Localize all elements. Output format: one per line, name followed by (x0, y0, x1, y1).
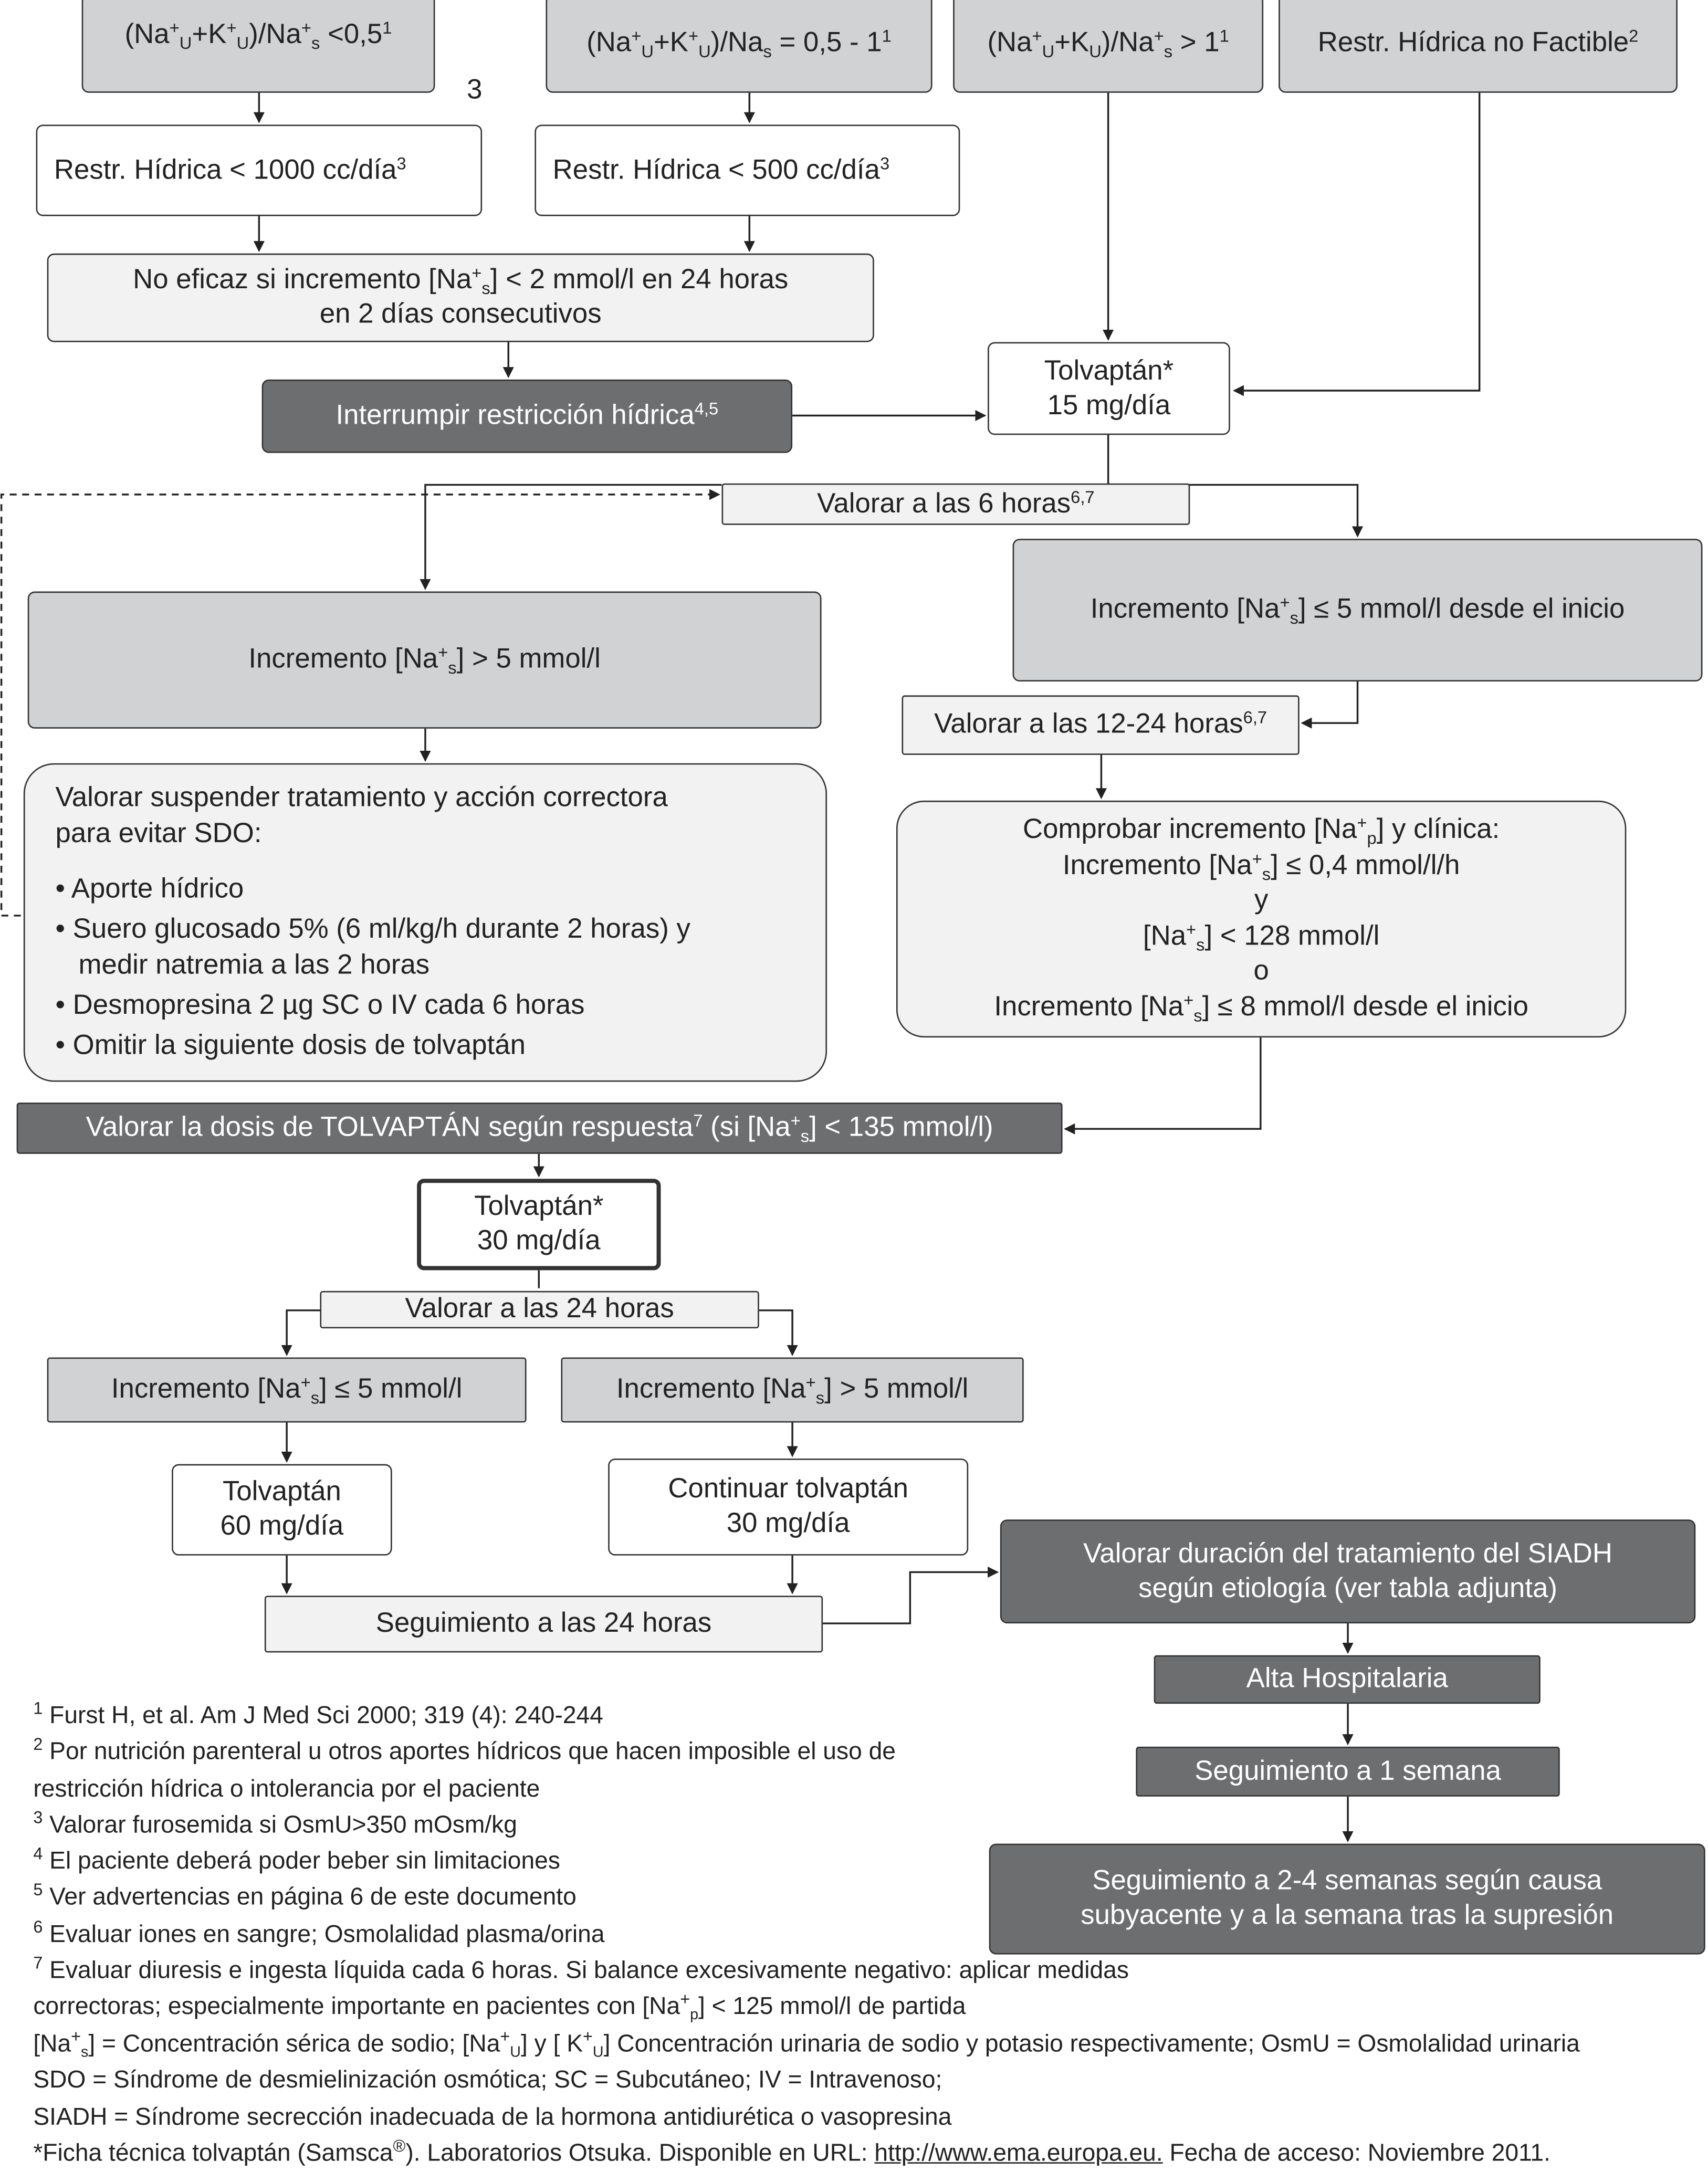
duration-line: según etiología (ver tabla adjunta) (1138, 1572, 1557, 1603)
ratio-high-box: (Na+U+KU)/Na+s > 11 (953, 0, 1264, 93)
footnote-line: 5 Ver advertencias en página 6 de este d… (33, 1880, 577, 1911)
footnote-line: SIADH = Síndrome secrección inadecuada d… (33, 2102, 952, 2131)
adjust-dose-text: Valorar la dosis de TOLVAPTÁN según resp… (86, 1111, 993, 1146)
not-effective-box: No eficaz si incremento [Na+s] < 2 mmol/… (47, 253, 874, 342)
ratio-high-text: (Na+U+KU)/Na+s > 11 (987, 26, 1229, 61)
restriction-1000-box: Restr. Hídrica < 1000 cc/día3 (36, 124, 483, 216)
footnote-line: 4 El paciente deberá poder beber sin lim… (33, 1844, 560, 1874)
tolvaptan-15-box: Tolvaptán* 15 mg/día (988, 342, 1230, 435)
restriction-1000-text: Restr. Hídrica < 1000 cc/día3 (54, 153, 406, 185)
drug-name: Tolvaptán* (1044, 355, 1174, 386)
footnote-line: 7 Evaluar diuresis e ingesta líquida cad… (33, 1953, 1129, 1984)
assess-6h-text: Valorar a las 6 horas6,7 (817, 487, 1095, 519)
followup-1w-text: Seguimiento a 1 semana (1194, 1756, 1501, 1787)
reference-line: *Ficha técnica tolvaptán (Samsca®). Labo… (33, 2136, 1550, 2167)
reference-text: *Ficha técnica tolvaptán (Samsca®). Labo… (33, 2136, 875, 2167)
not-effective-line: No eficaz si incremento [Na+s] < 2 mmol/… (133, 263, 789, 299)
footnote-line: 6 Evaluar iones en sangre; Osmolalidad p… (33, 1917, 605, 1948)
corrective-item: medir natremia a las 2 horas (55, 950, 430, 981)
treatment-duration-box: Valorar duración del tratamiento del SIA… (1000, 1519, 1696, 1624)
not-effective-line: en 2 días consecutivos (319, 299, 602, 330)
assess-24h-box: Valorar a las 24 horas (320, 1290, 759, 1329)
discharge-box: Alta Hospitalaria (1154, 1655, 1541, 1704)
footnote-line: 3 Valorar furosemida si OsmU>350 mOsm/kg (33, 1808, 517, 1839)
drug-name: Tolvaptán (222, 1476, 341, 1507)
check-line: [Na+s] < 128 mmol/l (1143, 919, 1380, 954)
continue-line: 30 mg/día (726, 1508, 850, 1539)
check-line: Incremento [Na+s] ≤ 8 mmol/l desde el in… (994, 990, 1528, 1025)
followup-24h-text: Seguimiento a las 24 horas (375, 1608, 712, 1639)
corrective-item: • Suero glucosado 5% (6 ml/kg/h durante … (55, 915, 690, 946)
reference-access-date: Fecha de acceso: Noviembre 2011. (1162, 2138, 1550, 2167)
drug-dose: 60 mg/día (220, 1511, 344, 1542)
corrective-action-box: Valorar suspender tratamiento y acción c… (23, 763, 827, 1082)
assess-24h-text: Valorar a las 24 horas (405, 1294, 674, 1325)
followup-24h-box: Seguimiento a las 24 horas (264, 1596, 823, 1653)
adjust-dose-box: Valorar la dosis de TOLVAPTÁN según resp… (16, 1103, 1063, 1154)
followup-line: Seguimiento a 2-4 semanas según causa (1092, 1865, 1602, 1896)
continue-line: Continuar tolvaptán (668, 1474, 908, 1505)
increase-le5-start-text: Incremento [Na+s] ≤ 5 mmol/l desde el in… (1090, 593, 1625, 628)
followup-2-4w-box: Seguimiento a 2-4 semanas según causa sub… (989, 1843, 1705, 1955)
increase-gt5-b-box: Incremento [Na+s] > 5 mmol/l (561, 1357, 1024, 1423)
duration-line: Valorar duración del tratamiento del SIA… (1083, 1538, 1613, 1569)
footnote-line: correctoras; especialmente importante en… (33, 1989, 966, 2024)
restriction-500-box: Restr. Hídrica < 500 cc/día3 (535, 124, 960, 216)
corrective-item: • Desmopresina 2 µg SC o IV cada 6 horas (55, 990, 585, 1021)
stop-restriction-box: Interrumpir restricción hídrica4,5 (261, 379, 793, 453)
increase-gt5-box: Incremento [Na+s] > 5 mmol/l (27, 591, 822, 729)
ratio-mid-text: (Na+U+K+U)/Nas = 0,5 - 11 (586, 26, 892, 61)
increase-gt5-b-text: Incremento [Na+s] > 5 mmol/l (616, 1373, 969, 1408)
footnote-line: 2 Por nutrición parenteral u otros aport… (33, 1734, 896, 1765)
assess-12-24h-box: Valorar a las 12-24 horas6,7 (902, 695, 1300, 755)
not-feasible-text: Restr. Hídrica no Factible2 (1317, 26, 1639, 58)
footnote-line: 1 Furst H, et al. Am J Med Sci 2000; 319… (33, 1698, 603, 1729)
reference-url-link[interactable]: http://www.ema.europa.eu. (874, 2138, 1163, 2167)
corrective-intro: Valorar suspender tratamiento y acción c… (55, 782, 668, 813)
check-line: o (1253, 956, 1269, 987)
increase-le5-text: Incremento [Na+s] ≤ 5 mmol/l (111, 1373, 463, 1408)
check-line: y (1254, 885, 1269, 916)
tolvaptan-60-box: Tolvaptán 60 mg/día (172, 1464, 392, 1556)
check-line: Incremento [Na+s] ≤ 0,4 mmol/l/h (1062, 848, 1460, 884)
restriction-not-feasible-box: Restr. Hídrica no Factible2 (1279, 0, 1678, 93)
ratio-low-box: (Na+U+K+U)/Na+s <0,51 (81, 0, 435, 93)
restriction-500-text: Restr. Hídrica < 500 cc/día3 (552, 153, 890, 185)
stray-footnote-mark: 3 (467, 75, 483, 106)
check-increase-box: Comprobar incremento [Na+p] y clínica: I… (896, 800, 1627, 1038)
increase-le5-start-box: Incremento [Na+s] ≤ 5 mmol/l desde el in… (1012, 539, 1703, 682)
drug-dose: 30 mg/día (477, 1225, 601, 1256)
corrective-intro: para evitar SDO: (55, 818, 262, 849)
footnote-line: SDO = Síndrome de desmielinización osmót… (33, 2065, 942, 2093)
tolvaptan-30-box: Tolvaptán*30 mg/día (417, 1179, 661, 1271)
footnote-line: restricción hídrica o intolerancia por e… (33, 1774, 540, 1802)
stop-restriction-text: Interrumpir restricción hídrica4,5 (336, 399, 719, 431)
followup-1w-box: Seguimiento a 1 semana (1136, 1746, 1560, 1797)
discharge-text: Alta Hospitalaria (1246, 1663, 1448, 1694)
followup-line: subyacente y a la semana tras la supresi… (1081, 1900, 1614, 1931)
increase-gt5-text: Incremento [Na+s] > 5 mmol/l (248, 643, 601, 678)
ratio-mid-box: (Na+U+K+U)/Nas = 0,5 - 11 (546, 0, 932, 93)
footnote-line: [Na+s] = Concentración sérica de sodio; … (33, 2027, 1580, 2061)
assess-12-24h-text: Valorar a las 12-24 horas6,7 (934, 708, 1267, 740)
corrective-item: • Omitir la siguiente dosis de tolvaptán (55, 1030, 526, 1061)
increase-le5-box: Incremento [Na+s] ≤ 5 mmol/l (47, 1357, 527, 1423)
check-line: Comprobar incremento [Na+p] y clínica: (1022, 813, 1500, 848)
assess-6h-box: Valorar a las 6 horas6,7 (721, 483, 1190, 525)
corrective-item: • Aporte hídrico (55, 873, 244, 904)
drug-name: Tolvaptán* (474, 1191, 604, 1222)
ratio-low-text: (Na+U+K+U)/Na+s <0,51 (124, 18, 392, 54)
drug-dose: 15 mg/día (1047, 390, 1171, 421)
